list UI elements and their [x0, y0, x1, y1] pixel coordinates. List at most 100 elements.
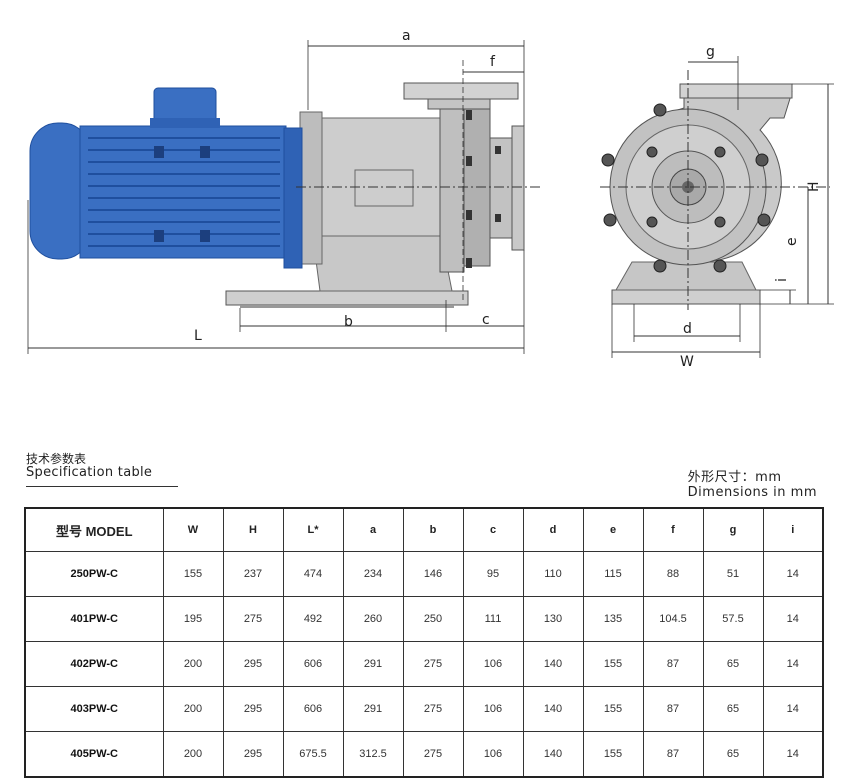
cell: 250: [402, 596, 464, 642]
cell: 14: [762, 551, 824, 597]
cell: 275: [402, 686, 464, 732]
cell-model: 402PW-C: [24, 641, 164, 687]
cell: 140: [522, 731, 584, 778]
pump-drawing: a f b c L: [27, 28, 834, 370]
cell: 14: [762, 686, 824, 732]
cell-model: 250PW-C: [24, 551, 164, 597]
cell: 65: [702, 731, 764, 778]
units-en: Dimensions in mm: [687, 485, 817, 500]
cell: 312.5: [342, 731, 404, 778]
dim-label-f: f: [490, 54, 496, 70]
cell: 155: [582, 731, 644, 778]
cell: 275: [402, 731, 464, 778]
cell: 295: [222, 731, 284, 778]
col-header-w: W: [162, 507, 224, 552]
cell: 106: [462, 686, 524, 732]
dim-label-i: i: [774, 278, 790, 282]
spec-table: 型号 MODEL W H L* a b c d e f g i 250PW-C …: [24, 507, 824, 778]
cell: 275: [402, 641, 464, 687]
units-note: 外形尺寸：mm Dimensions in mm: [688, 470, 817, 500]
cell: 106: [462, 731, 524, 778]
dim-label-c: c: [482, 312, 490, 328]
cell: 275: [222, 596, 284, 642]
spec-heading: 技术参数表 Specification table: [26, 452, 152, 480]
cell: 295: [222, 641, 284, 687]
cell: 260: [342, 596, 404, 642]
cell: 200: [162, 731, 224, 778]
cell: 291: [342, 641, 404, 687]
cell: 14: [762, 731, 824, 778]
cell: 200: [162, 686, 224, 732]
cell: 474: [282, 551, 344, 597]
cell: 155: [162, 551, 224, 597]
cell: 140: [522, 686, 584, 732]
dim-label-b: b: [344, 314, 353, 330]
table-header-row: 型号 MODEL W H L* a b c d e f g i: [24, 507, 824, 552]
col-header-model: 型号 MODEL: [24, 507, 164, 552]
table-row: 250PW-C 155 237 474 234 146 95 110 115 8…: [24, 551, 824, 597]
cell: 87: [642, 731, 704, 778]
cell: 295: [222, 686, 284, 732]
spec-heading-cn: 技术参数表: [26, 452, 87, 466]
cell: 65: [702, 641, 764, 687]
col-header-e: e: [582, 507, 644, 552]
table-row: 403PW-C 200 295 606 291 275 106 140 155 …: [24, 686, 824, 732]
dim-label-e: e: [784, 237, 800, 246]
cell: 111: [462, 596, 524, 642]
table-row: 405PW-C 200 295 675.5 312.5 275 106 140 …: [24, 731, 824, 778]
cell: 130: [522, 596, 584, 642]
cell: 95: [462, 551, 524, 597]
cell: 291: [342, 686, 404, 732]
cell: 57.5: [702, 596, 764, 642]
col-header-h: H: [222, 507, 284, 552]
units-cn: 外形尺寸：mm: [687, 470, 782, 485]
col-header-i: i: [762, 507, 824, 552]
col-header-b: b: [402, 507, 464, 552]
col-header-d: d: [522, 507, 584, 552]
cell: 492: [282, 596, 344, 642]
cell: 155: [582, 686, 644, 732]
cell: 234: [342, 551, 404, 597]
cell-model: 401PW-C: [24, 596, 164, 642]
cell: 110: [522, 551, 584, 597]
dim-label-d: d: [683, 321, 692, 337]
cell: 606: [282, 641, 344, 687]
col-header-f: f: [642, 507, 704, 552]
cell: 87: [642, 686, 704, 732]
side-view: a f b c L: [27, 28, 540, 354]
spec-heading-en: Specification table: [26, 465, 153, 480]
col-header-a: a: [342, 507, 404, 552]
table-row: 402PW-C 200 295 606 291 275 106 140 155 …: [24, 641, 824, 687]
cell-model: 403PW-C: [24, 686, 164, 732]
cell: 87: [642, 641, 704, 687]
col-header-l: L*: [282, 507, 344, 552]
cell: 155: [582, 641, 644, 687]
cell-model: 405PW-C: [24, 731, 164, 778]
cell: 195: [162, 596, 224, 642]
cell: 106: [462, 641, 524, 687]
cell: 51: [702, 551, 764, 597]
cell: 65: [702, 686, 764, 732]
heading-underline: [26, 486, 178, 487]
cell: 88: [642, 551, 704, 597]
dim-label-a: a: [402, 28, 411, 44]
dim-label-H: H: [806, 181, 822, 192]
front-view: g H e i d W: [600, 44, 834, 370]
dim-label-L: L: [194, 328, 202, 344]
cell: 200: [162, 641, 224, 687]
cell: 146: [402, 551, 464, 597]
cell: 606: [282, 686, 344, 732]
cell: 115: [582, 551, 644, 597]
col-header-c: c: [462, 507, 524, 552]
cell: 104.5: [642, 596, 704, 642]
cell: 237: [222, 551, 284, 597]
cell: 675.5: [282, 731, 344, 778]
cell: 140: [522, 641, 584, 687]
dim-label-g: g: [706, 44, 715, 60]
cell: 14: [762, 641, 824, 687]
table-row: 401PW-C 195 275 492 260 250 111 130 135 …: [24, 596, 824, 642]
col-header-g: g: [702, 507, 764, 552]
cell: 14: [762, 596, 824, 642]
cell: 135: [582, 596, 644, 642]
dim-label-W: W: [680, 354, 694, 370]
